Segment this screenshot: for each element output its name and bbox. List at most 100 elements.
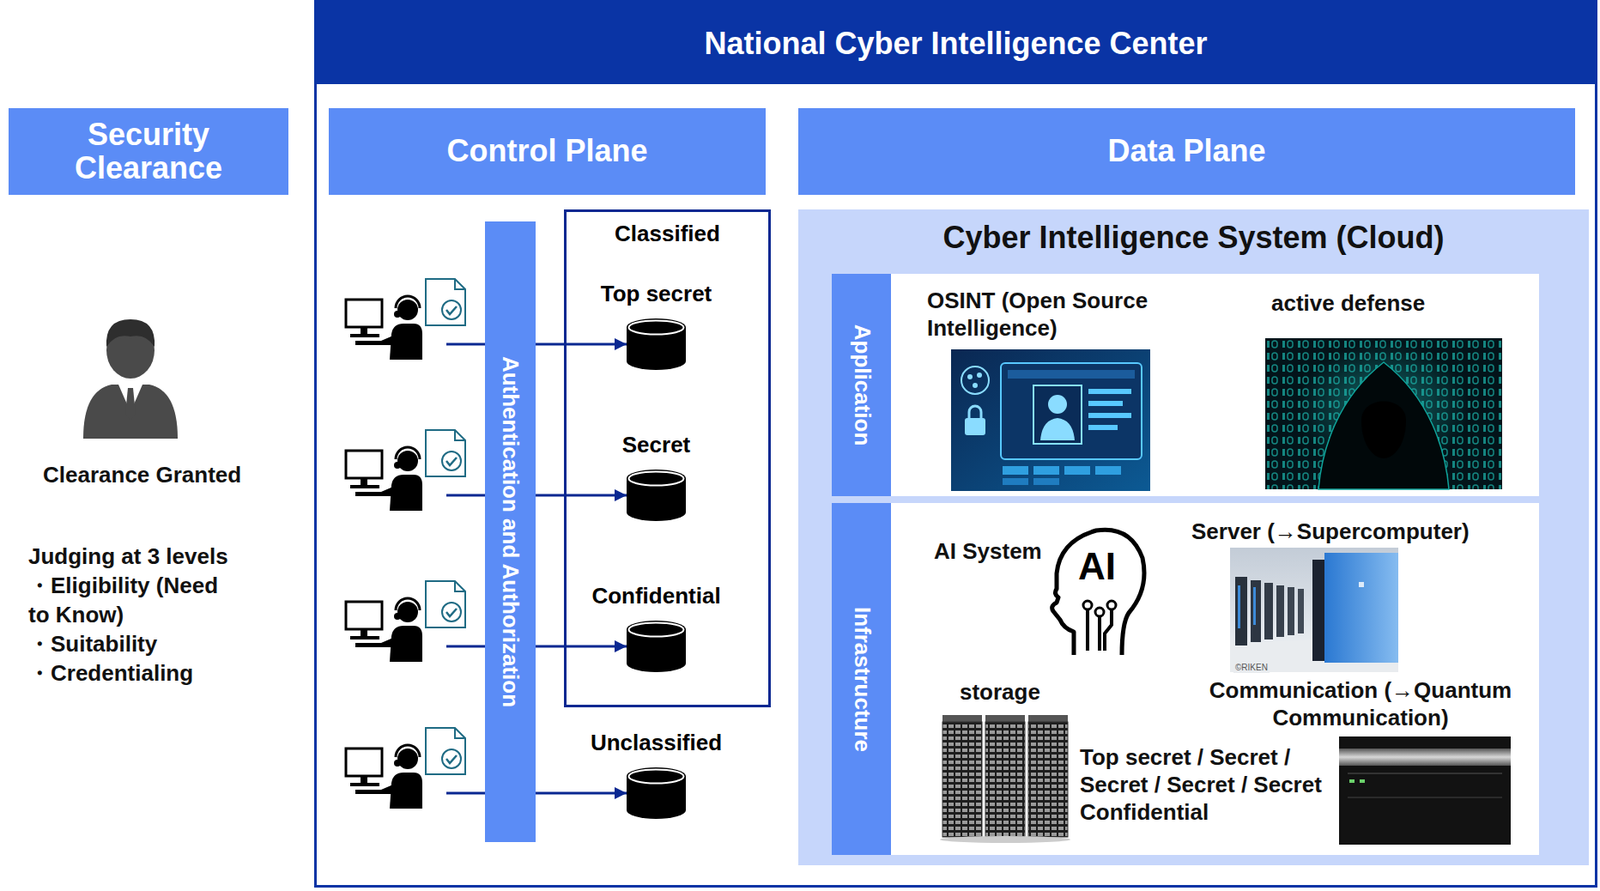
svg-rect [1088,400,1123,407]
label-slot: Server (→Supercomputer) [1191,517,1470,546]
svg-rect [985,715,1025,722]
svg-rect [1358,581,1364,588]
storage-picture [939,715,1071,843]
node-title: Control Plane [441,134,653,169]
node-title: Data Plane [1102,134,1271,169]
svg-path [1318,362,1449,490]
database-icon: Unclassified [626,767,686,819]
svg-path [969,406,982,419]
svg-rect [1347,796,1503,799]
application-label: active defense [1271,289,1425,317]
node-title: National Cyber Intelligence Center [316,2,1595,85]
communication-picture [1339,736,1511,845]
criteria-item: ・Credentialing [28,658,194,688]
svg-path [1052,529,1145,655]
criteria-item: ・Suitability [28,629,158,659]
classification-note: Top secret / Secret / Secret / Secret / … [1079,743,1331,826]
classified-group: Top secretSecretConfidentialClassified [563,209,771,708]
status-label: Clearance Granted [42,460,242,489]
database-label: Confidential [591,582,721,609]
supercomputer-picture [1230,547,1399,673]
svg-use [345,278,466,360]
svg-path [446,792,485,795]
svg-rect [1002,478,1029,485]
connector-arrow [535,645,627,649]
svg-rect [1230,547,1399,673]
svg-rect [1312,559,1325,661]
center-frame: Control Plane Data PlaneAuthentication an… [314,0,1598,888]
node-title: Cyber Intelligence System (Cloud) [798,209,1589,256]
ai-head-icon [1052,529,1145,655]
database-icon: Secret [626,469,686,522]
node-title: Infrastructure [848,606,875,752]
svg-circle [1107,600,1116,610]
svg-path [1104,609,1112,651]
svg-rect [1265,338,1503,490]
database-symbol [626,469,686,522]
svg-circle [1048,394,1067,414]
svg-circle [972,382,978,388]
svg-circle [967,374,973,380]
plane-header: Data Plane [798,108,1576,195]
svg-rect [942,715,982,722]
svg-path [446,343,485,346]
label-slot: Communication (→Quantum Communication) [1193,676,1528,732]
svg-rect [951,349,1151,491]
connector-arrow [535,792,627,795]
svg-path [1361,401,1407,460]
svg-rect [1339,736,1511,845]
svg-ellipse [939,836,1071,843]
component-label: storage [959,678,1041,706]
photo-credit: ©RIKEN [1233,662,1270,673]
svg-rect [1235,576,1248,646]
svg-rect [1253,587,1256,625]
svg-rect [1007,369,1135,379]
database-label: Unclassified [590,729,722,756]
svg-rect [1237,585,1241,629]
svg-rect [1287,587,1295,636]
svg-use [345,727,466,809]
svg-rect [1028,715,1068,722]
svg-rect [1264,582,1273,640]
svg-rect [1265,338,1503,490]
label-slot: AI System [933,537,1043,565]
label-slot: ©RIKEN [1233,662,1270,673]
svg-circle [961,366,989,394]
svg-path [446,494,485,497]
svg-path [1085,609,1090,651]
svg-rect [1033,466,1060,475]
svg-rect [1088,424,1118,431]
svg-use [626,469,686,522]
svg-rect [1028,721,1068,837]
label-slot: ・Credentialing [28,658,194,688]
svg-use [345,581,466,662]
svg-rect [1349,779,1355,783]
node-title: Authentication and Authorization [496,356,524,708]
component-label: Server (→Supercomputer) [1191,517,1470,546]
active-defense-picture [1265,338,1503,490]
label-slot: ・Suitability [28,629,158,659]
svg-rect [985,721,1025,837]
svg-circle [1095,607,1104,617]
operator-lines [446,344,485,794]
svg-rect [1064,466,1091,475]
database-icon: Confidential [626,620,686,673]
svg-rect [1000,363,1142,460]
criteria-heading: Judging at 3 levels [28,541,229,571]
svg-rect [1339,748,1511,766]
svg-path [446,645,485,649]
icon-text: AI [1078,547,1116,586]
database-symbol [626,620,686,673]
label-slot: ・Eligibility (Need to Know) [28,570,226,630]
svg-rect [1359,779,1365,783]
plane-header: Control Plane [328,108,766,195]
database-symbol [626,767,686,819]
svg-rect [1002,466,1029,475]
svg-rect [1324,552,1399,663]
clearance-box: Security Clearance [8,108,289,195]
node-title: Security Clearance [8,118,289,186]
svg-rect [942,721,982,837]
connector-arrow [535,343,627,346]
